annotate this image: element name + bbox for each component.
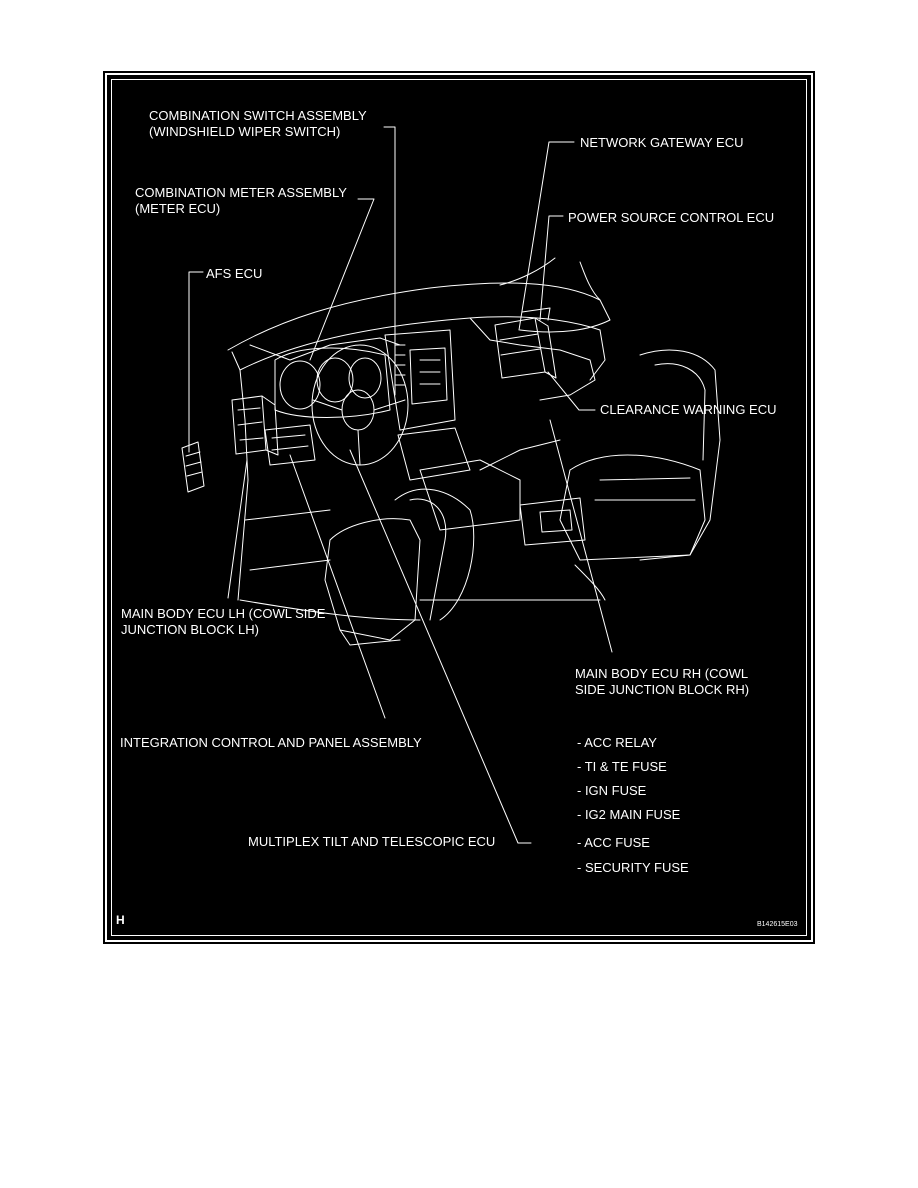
right-ecu-block <box>494 307 557 379</box>
combination-meter-label-line2: (METER ECU) <box>135 201 221 216</box>
diagram-frame <box>103 71 815 944</box>
fuse-list-item: - ACC FUSE <box>577 835 650 850</box>
afs-ecu-unit <box>181 441 205 493</box>
dashboard-outline <box>227 257 611 601</box>
figure-code: B142615E03 <box>757 921 798 928</box>
main-body-lh-label-line1: MAIN BODY ECU LH (COWL SIDE <box>121 606 326 621</box>
rear-console <box>519 497 586 546</box>
driver-seat <box>324 488 475 646</box>
combination-switch-label: COMBINATION SWITCH ASSEMBLY (WINDSHIELD … <box>149 108 367 140</box>
combination-meter-label: COMBINATION METER ASSEMBLY (METER ECU) <box>135 185 347 217</box>
instrument-cluster <box>274 347 391 418</box>
passenger-seat <box>559 349 721 601</box>
center-console <box>384 329 521 531</box>
floor-lines <box>239 439 601 621</box>
diagram-frame-inner-border <box>111 79 807 936</box>
power-source-label: POWER SOURCE CONTROL ECU <box>568 210 775 225</box>
afs-ecu-label: AFS ECU <box>206 266 263 281</box>
integration-panel-unit <box>264 424 316 466</box>
fuse-list-item: - TI & TE FUSE <box>577 759 667 774</box>
main-body-ecu-lh-unit <box>231 395 279 456</box>
fuse-list-item: - ACC RELAY <box>577 735 657 750</box>
main-body-lh-label: MAIN BODY ECU LH (COWL SIDE JUNCTION BLO… <box>121 606 325 638</box>
combination-switch-label-line1: COMBINATION SWITCH ASSEMBLY <box>149 108 367 123</box>
main-body-rh-label-line1: MAIN BODY ECU RH (COWL <box>575 666 749 681</box>
main-body-lh-label-line2: JUNCTION BLOCK LH) <box>121 622 259 637</box>
leader-lines <box>188 126 613 844</box>
main-body-rh-label-line2: SIDE JUNCTION BLOCK RH) <box>575 682 750 697</box>
combination-meter-label-line1: COMBINATION METER ASSEMBLY <box>135 185 347 200</box>
multiplex-tilt-label: MULTIPLEX TILT AND TELESCOPIC ECU <box>248 834 496 849</box>
integration-control-label: INTEGRATION CONTROL AND PANEL ASSEMBLY <box>120 735 422 750</box>
fuse-list-item: - SECURITY FUSE <box>577 860 689 875</box>
fuse-list-item: - IGN FUSE <box>577 783 647 798</box>
network-gateway-label: NETWORK GATEWAY ECU <box>580 135 744 150</box>
corner-letter: H <box>116 913 125 927</box>
main-body-rh-label: MAIN BODY ECU RH (COWL SIDE JUNCTION BLO… <box>575 666 749 698</box>
clearance-warning-label: CLEARANCE WARNING ECU <box>600 402 777 417</box>
combination-switch-label-line2: (WINDSHIELD WIPER SWITCH) <box>149 124 341 139</box>
steering-wheel <box>311 344 409 466</box>
fuse-list-item: - IG2 MAIN FUSE <box>577 807 681 822</box>
